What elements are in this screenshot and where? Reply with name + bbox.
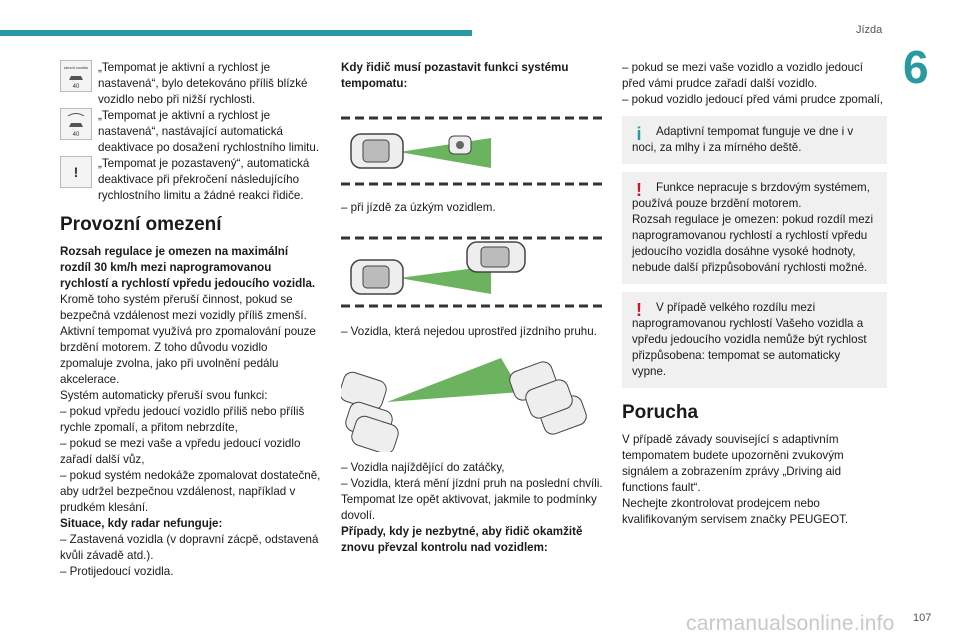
chapter-number: 6 — [903, 41, 929, 93]
watermark: carmanualsonline.info — [686, 612, 895, 635]
column-2: Kdy řidič musí pozastavit funkci systému… — [339, 60, 603, 556]
warning-note-1: ! Funkce nepracuje s brzdovým systémem, … — [622, 172, 887, 284]
header-bar — [0, 30, 472, 36]
warning-icon: ! — [636, 180, 642, 200]
figure-caption: – Vozidla najíždějící do zatáčky, — [341, 461, 505, 474]
car-speed-icon: ubrzdi vozidlo 40 — [60, 60, 92, 92]
figure-caption: – při jízdě za úzkým vozidlem. — [341, 201, 496, 214]
list-item: – pokud vpředu jedoucí vozidlo příliš ne… — [60, 405, 305, 434]
status-item-1-text: „Tempomat je aktivní a rychlost je nasta… — [98, 61, 308, 106]
info-note: i Adaptivní tempomat funguje ve dne i v … — [622, 116, 887, 164]
warning-note-2: ! V případě velkého rozdílu mezi naprogr… — [622, 292, 887, 388]
paragraph: V případě závady související s adaptivní… — [622, 433, 844, 494]
icon-speed: 40 — [73, 84, 80, 90]
status-item-3-text: „Tempomat je pozastavený“, automatická d… — [98, 157, 310, 202]
column-1: ubrzdi vozidlo 40 „Tempomat je aktivní a… — [60, 60, 322, 580]
list-item: – pokud vozidlo jedoucí před vámi prudce… — [622, 93, 884, 106]
status-item-2: 40 „Tempomat je aktivní a rychlost je na… — [60, 108, 322, 156]
car-radar-icon: 40 — [60, 108, 92, 140]
status-item-1: ubrzdi vozidlo 40 „Tempomat je aktivní a… — [60, 60, 322, 108]
paragraph: Kromě toho systém přeruší činnost, pokud… — [60, 293, 307, 322]
section-heading: Porucha — [622, 402, 699, 423]
paragraph: Tempomat lze opět aktivovat, jakmile to … — [341, 493, 597, 522]
paragraph: Aktivní tempomat využívá pro zpomalování… — [60, 325, 316, 386]
warning-triangle-icon: ! — [60, 156, 92, 188]
section-heading: Provozní omezení — [60, 214, 222, 235]
paragraph: Systém automaticky přeruší svou funkci: — [60, 389, 268, 402]
illustration-curve-lane-change — [339, 348, 603, 455]
paragraph-bold: Situace, kdy radar nefunguje: — [60, 517, 223, 530]
warning-icon: ! — [636, 300, 642, 320]
figure-caption: – Vozidla, která mění jízdní pruh na pos… — [341, 477, 603, 490]
list-item: – pokud se mezi vaše vozidlo a vozidlo j… — [622, 61, 864, 90]
icon-caption: ubrzdi vozidlo — [64, 65, 89, 70]
info-icon: i — [636, 124, 642, 144]
paragraph-bold: Rozsah regulace je omezen na maximální r… — [60, 245, 316, 290]
paragraph-bold: Kdy řidič musí pozastavit funkci systému… — [341, 61, 569, 90]
paragraph-bold: Případy, kdy je nezbytné, aby řidič okam… — [341, 525, 583, 554]
status-item-3: ! „Tempomat je pozastavený“, automatická… — [60, 156, 322, 204]
illustration-narrow-vehicle — [341, 100, 603, 192]
illustration-off-center-vehicle — [341, 224, 603, 316]
list-item: – Protijedoucí vozidla. — [60, 565, 174, 578]
figure-caption: – Vozidla, která nejedou uprostřed jízdn… — [341, 325, 597, 338]
status-item-2-text: „Tempomat je aktivní a rychlost je nasta… — [98, 109, 320, 154]
column-3: – pokud se mezi vaše vozidlo a vozidlo j… — [622, 60, 887, 528]
list-item: – pokud se mezi vaše a vpředu jedoucí vo… — [60, 437, 301, 466]
svg-text:40: 40 — [73, 132, 80, 138]
list-item: – Zastavená vozidla (v dopravní zácpě, o… — [60, 533, 319, 562]
section-title: Jízda — [856, 24, 883, 36]
page-number: 107 — [913, 612, 932, 624]
list-item: – pokud systém nedokáže zpomalovat dosta… — [60, 469, 321, 514]
paragraph: Nechejte zkontrolovat prodejcem nebo kva… — [622, 497, 849, 526]
